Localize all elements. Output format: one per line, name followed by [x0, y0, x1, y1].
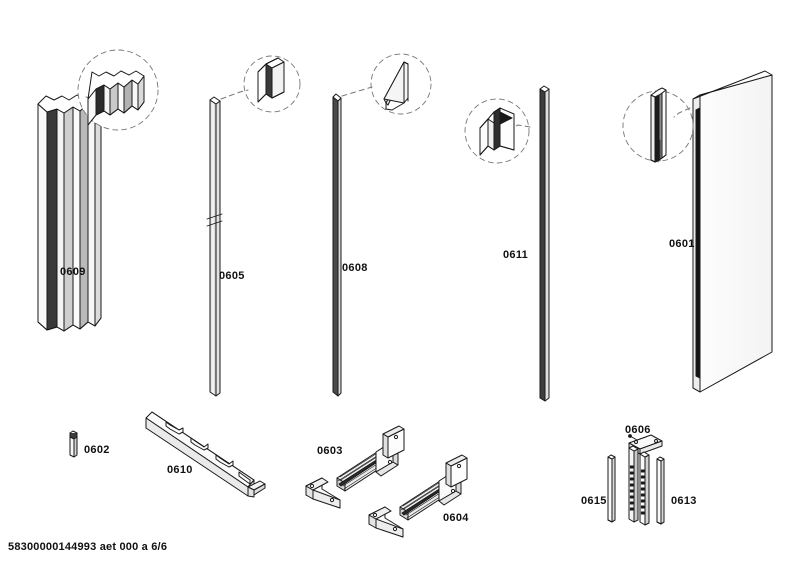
part-0602-shape: [69, 430, 78, 458]
detail-callout-0608: [341, 53, 432, 115]
part-0603-shape: [305, 425, 405, 509]
part-0611-shape: [539, 85, 550, 402]
part-label-0610: 0610: [167, 464, 193, 476]
part-label-0606: 0606: [625, 424, 651, 436]
part-label-0605: 0605: [219, 270, 245, 282]
part-label-0613: 0613: [671, 495, 697, 507]
part-0610-shape: [145, 411, 266, 498]
part-0608-shape: [332, 93, 342, 397]
part-label-0615: 0615: [581, 495, 607, 507]
detail-callout-0605: [220, 55, 301, 113]
part-label-0609: 0609: [60, 266, 86, 278]
detail-callout-0611: [464, 98, 531, 164]
part-0601-shape: [692, 70, 773, 393]
part-0615-shape: [607, 454, 616, 523]
document-footer-code: 58300000144993 aet 000 a 6/6: [8, 541, 168, 553]
part-0609-shape: [37, 94, 102, 332]
part-label-0608: 0608: [342, 262, 368, 274]
detail-callout-0601: [622, 87, 694, 163]
part-0613-shape: [656, 456, 665, 525]
part-label-0604: 0604: [443, 512, 469, 524]
part-label-0602: 0602: [84, 444, 110, 456]
part-0604-shape: [368, 454, 468, 538]
part-label-0603: 0603: [317, 445, 343, 457]
part-label-0611: 0611: [503, 249, 529, 261]
part-0605-shape: [206, 96, 223, 397]
part-0606-shape: [628, 434, 663, 526]
detail-callout-0609: [77, 49, 159, 131]
part-label-0601: 0601: [669, 238, 695, 250]
